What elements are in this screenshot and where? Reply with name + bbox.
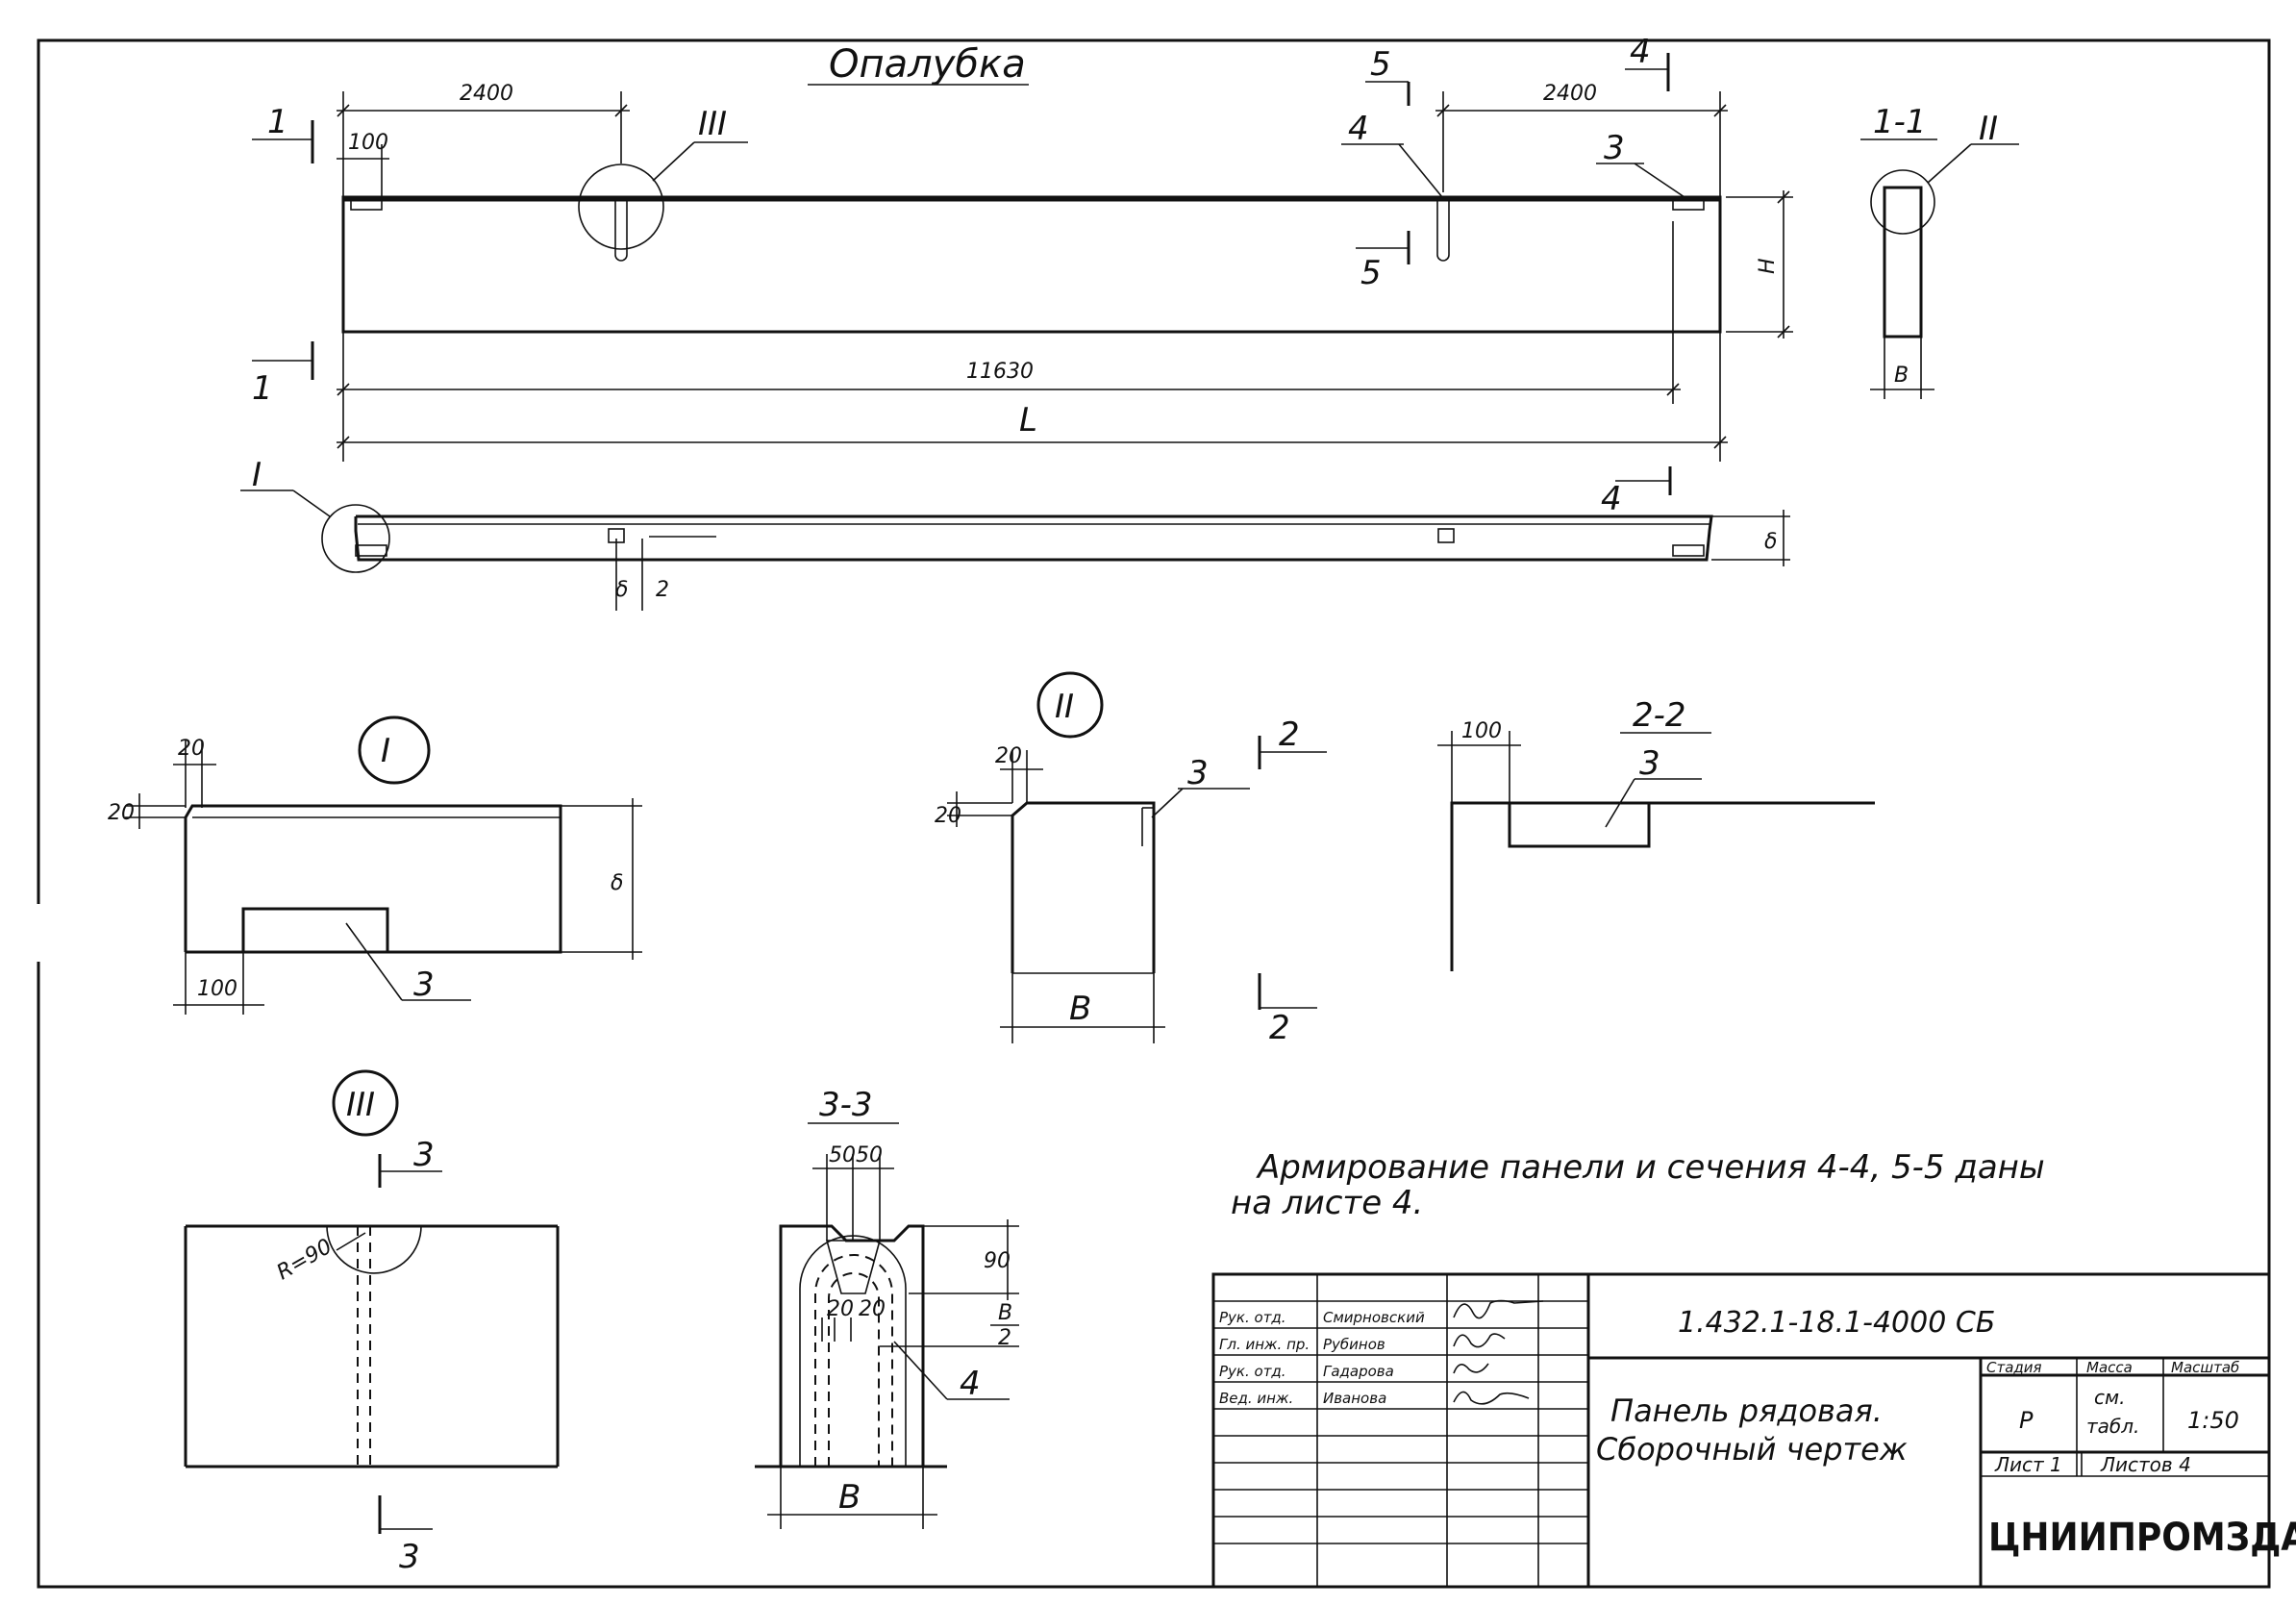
- detail-II-cut-top: 2: [1279, 715, 1300, 754]
- section-3-3-dim-width: B: [838, 1478, 861, 1517]
- section-3-3-frac-bot: 2: [998, 1326, 1011, 1350]
- detail-III-cut-bottom: 3: [399, 1538, 420, 1576]
- cut-5-bottom: 5: [1360, 254, 1382, 292]
- detail-II-dim-width: B: [1069, 990, 1091, 1028]
- tb-mass-1: см.: [2094, 1386, 2125, 1409]
- tb-role-4: Вед. инж.: [1219, 1390, 1293, 1407]
- tb-name-line-1: Панель рядовая.: [1610, 1393, 1883, 1429]
- tb-sheets: Листов 4: [2100, 1453, 2191, 1476]
- section-3-3-dim-50b: 50: [856, 1143, 883, 1167]
- section-3-3-dim-20b: 20: [859, 1297, 886, 1321]
- detail-III-cut-top: 3: [413, 1136, 435, 1174]
- detail-ref-II: II: [1979, 110, 1998, 148]
- detail-III-radius: R=90: [273, 1235, 337, 1286]
- dim-two-plan: 2: [656, 578, 669, 602]
- tb-name-2: Рубинов: [1323, 1336, 1385, 1353]
- section-3-3-dim-20a: 20: [827, 1297, 854, 1321]
- dim-delta-plan: δ: [615, 578, 628, 602]
- section-3-3-label: 3-3: [819, 1086, 873, 1124]
- section-1-1: 1-1 II B: [1860, 103, 2019, 399]
- detail-II-label: II: [1055, 688, 1074, 726]
- title-block: Рук. отд. Гл. инж. пр. Рук. отд. Вед. ин…: [1211, 1272, 2296, 1589]
- note-line-1: Армирование панели и сечения 4-4, 5-5 да…: [1256, 1148, 2045, 1187]
- detail-I-dim-thickness: δ: [611, 871, 623, 895]
- tb-name-line-2: Сборочный чертеж: [1596, 1431, 1908, 1468]
- detail-I: I 3 20 20 δ 100: [108, 715, 642, 1015]
- drawing-title: Опалубка: [829, 42, 1026, 87]
- general-note: Армирование панели и сечения 4-4, 5-5 да…: [1231, 1148, 2045, 1222]
- view-title: Опалубка: [808, 42, 1029, 87]
- callout-3-main: 3: [1604, 129, 1625, 167]
- cut-1-bottom: 1: [252, 369, 273, 408]
- section-3-3-callout: 4: [960, 1365, 981, 1403]
- dim-height: Н: [1756, 258, 1780, 274]
- section-2-2-label: 2-2: [1633, 696, 1686, 735]
- tb-organization: ЦНИИПРОМЗДАНИЙ: [1988, 1514, 2296, 1560]
- plan-view: I δ 4 δ 2: [240, 456, 1790, 611]
- detail-I-callout: 3: [413, 966, 435, 1004]
- detail-III-label: III: [346, 1086, 375, 1124]
- tb-mass-2: табл.: [2086, 1415, 2139, 1438]
- tb-col-mass: Масса: [2086, 1359, 2133, 1376]
- tb-name-4: Иванова: [1323, 1390, 1386, 1407]
- detail-II-dim-20b: 20: [935, 804, 961, 828]
- dim-2400-right: 2400: [1543, 82, 1597, 106]
- section-3-3: 3-3 50 50 90 20 20 В 2 4 B: [755, 1086, 1019, 1529]
- detail-III: III R=90 3 3: [184, 1069, 560, 1576]
- tb-role-3: Рук. отд.: [1219, 1363, 1286, 1380]
- dim-11630: 11630: [966, 360, 1034, 384]
- dim-width-1-1: B: [1894, 364, 1909, 388]
- note-line-2: на листе 4.: [1231, 1184, 1423, 1222]
- tb-role-1: Рук. отд.: [1219, 1309, 1286, 1326]
- detail-I-dim-20a: 20: [178, 737, 205, 761]
- tb-col-scale: Масштаб: [2171, 1359, 2239, 1376]
- cut-4-plan: 4: [1601, 480, 1622, 518]
- tb-sheet: Лист 1: [1994, 1453, 2062, 1476]
- section-2-2-callout: 3: [1639, 744, 1660, 783]
- tb-code: 1.432.1-18.1-4000 СБ: [1678, 1306, 1995, 1340]
- section-1-1-label: 1-1: [1873, 103, 1927, 141]
- detail-II-callout: 3: [1187, 754, 1209, 792]
- tb-name-1: Смирновский: [1323, 1309, 1425, 1326]
- signatures: [1453, 1299, 1544, 1405]
- main-elevation: III 2400 100 2400 3 4 5 5: [252, 33, 1793, 462]
- dim-thickness-plan: δ: [1764, 530, 1777, 554]
- tb-role-2: Гл. инж. пр.: [1219, 1336, 1310, 1353]
- section-2-2: 2-2 3 100: [1437, 696, 1875, 971]
- detail-ref-III: III: [698, 105, 727, 143]
- section-3-3-frac-top: В: [998, 1301, 1012, 1325]
- dim-length: L: [1019, 401, 1037, 439]
- section-2-2-dim-100: 100: [1461, 719, 1502, 743]
- cut-4-top: 4: [1630, 33, 1651, 71]
- detail-II-dim-20a: 20: [995, 744, 1022, 768]
- section-3-3-dim-50a: 50: [829, 1143, 856, 1167]
- detail-I-dim-20b: 20: [108, 801, 135, 825]
- detail-II-cut-bottom: 2: [1269, 1009, 1290, 1047]
- cut-5-top: 5: [1370, 45, 1391, 84]
- dim-2400-left: 2400: [460, 82, 513, 106]
- callout-4-main: 4: [1348, 110, 1369, 148]
- section-3-3-dim-90: 90: [984, 1249, 1011, 1273]
- detail-I-label: I: [381, 732, 390, 770]
- detail-I-dim-100: 100: [197, 977, 237, 1001]
- dim-100: 100: [348, 131, 388, 155]
- tb-name-3: Гадарова: [1323, 1363, 1394, 1380]
- tb-scale: 1:50: [2187, 1407, 2239, 1434]
- cut-1-top: 1: [267, 103, 288, 141]
- sheet-frame: [37, 38, 2271, 1589]
- tb-col-stage: Стадия: [1986, 1359, 2042, 1376]
- detail-ref-I: I: [252, 456, 262, 494]
- tb-stage: Р: [2019, 1407, 2034, 1434]
- detail-II: II 3 20 20 B 2 2: [935, 671, 1327, 1047]
